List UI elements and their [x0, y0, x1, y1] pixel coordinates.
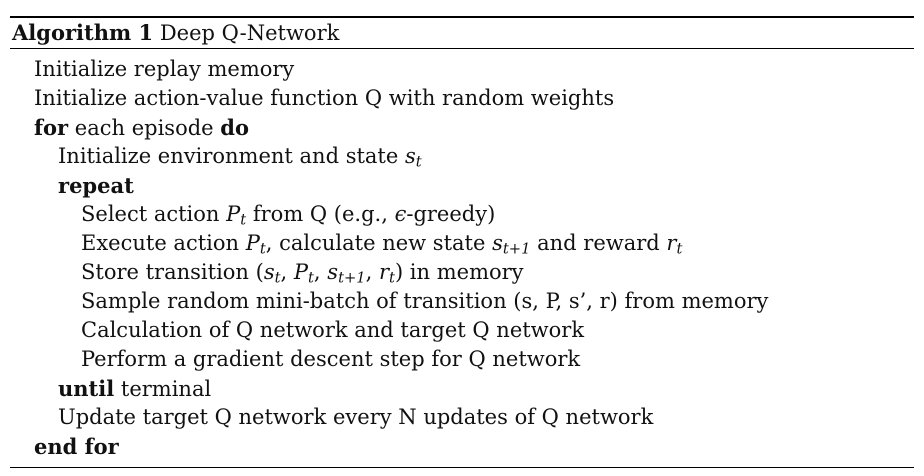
algorithm-body: Initialize replay memory Initialize acti… [10, 49, 914, 461]
math-symbol: st+1 [492, 231, 531, 258]
algo-line-2: Initialize action-value function Q with … [10, 84, 914, 113]
keyword-until: until [58, 376, 115, 401]
math-symbol: st [404, 144, 422, 171]
line-text: and reward [537, 231, 660, 255]
algo-line-10: Calculation of Q network and target Q ne… [10, 316, 914, 345]
algorithm-title: Deep Q-Network [159, 21, 340, 45]
line-text: Execute action [81, 231, 240, 255]
algo-line-7: Execute action Pt, calculate new state s… [10, 229, 914, 258]
math-symbol: st+1 [327, 260, 366, 287]
line-text: Store transition ( [81, 260, 264, 284]
algo-line-11: Perform a gradient descent step for Q ne… [10, 345, 914, 374]
algo-line-4: Initialize environment and state st [10, 142, 914, 171]
line-text: Update target Q network every N updates … [58, 405, 654, 429]
math-symbol: rt [378, 260, 395, 287]
top-rule [10, 16, 914, 18]
line-text: terminal [120, 377, 212, 401]
algo-line-6: Select action Pt from Q (e.g., ϵ-greedy) [10, 200, 914, 229]
keyword-do: do [220, 115, 249, 140]
algorithm-header: Algorithm 1 Deep Q-Network [10, 18, 914, 48]
line-text: Calculation of Q network and target Q ne… [81, 318, 585, 342]
bottom-rule [10, 467, 914, 468]
keyword-end-for: end for [34, 434, 119, 459]
line-text: Initialize replay memory [34, 57, 295, 81]
algo-line-14: end for [10, 432, 914, 461]
math-symbol: st [263, 260, 281, 287]
math-symbol: Pt [293, 260, 314, 287]
algorithm-block: Algorithm 1 Deep Q-Network Initialize re… [10, 16, 914, 468]
line-text: , calculate new state [265, 231, 486, 255]
math-symbol: Pt [245, 231, 266, 258]
algo-line-1: Initialize replay memory [10, 55, 914, 84]
algo-line-5: repeat [10, 171, 914, 200]
line-text: Select action [81, 202, 220, 226]
keyword-for: for [34, 115, 69, 140]
line-text: from Q (e.g., [252, 202, 388, 226]
line-text: -greedy) [406, 202, 496, 226]
line-text: Perform a gradient descent step for Q ne… [81, 347, 581, 371]
line-text: ) in memory [394, 260, 524, 284]
algorithm-number: Algorithm 1 [12, 20, 154, 45]
line-text: each episode [74, 116, 214, 140]
algo-line-9: Sample random mini-batch of transition (… [10, 287, 914, 316]
keyword-repeat: repeat [58, 173, 134, 198]
algo-line-3: for each episode do [10, 113, 914, 142]
algo-line-8: Store transition (st, Pt, st+1, rt) in m… [81, 260, 524, 287]
algo-line-13: Update target Q network every N updates … [10, 403, 914, 432]
line-text: Initialize environment and state [58, 144, 399, 168]
line-text: Sample random mini-batch of transition (… [81, 289, 769, 313]
algo-line-12: until terminal [10, 374, 914, 403]
epsilon-symbol: ϵ [394, 202, 407, 226]
math-symbol: Pt [226, 202, 247, 229]
header-rule [10, 48, 914, 49]
math-symbol: rt [666, 231, 683, 258]
line-text: Initialize action-value function Q with … [34, 86, 615, 110]
